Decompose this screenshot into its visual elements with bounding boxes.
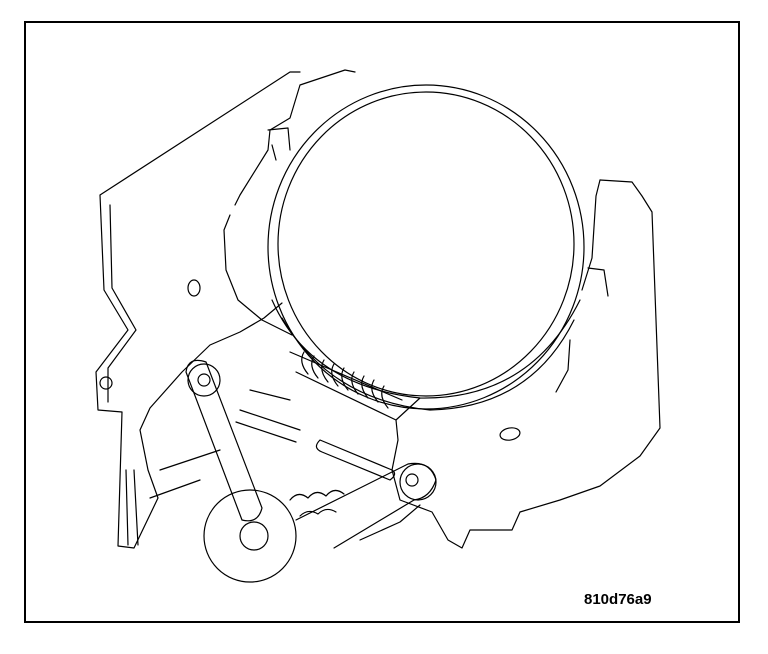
right-link-pivot — [399, 463, 437, 501]
housing-small-hole — [99, 376, 113, 390]
housing-slot — [125, 469, 139, 546]
crank-hub — [239, 521, 269, 551]
lower-tension-spring — [289, 489, 345, 517]
left-link-arm — [185, 359, 263, 522]
lever-plate-slot — [499, 427, 521, 441]
housing-plate — [95, 71, 301, 549]
lower-housing-edge — [149, 449, 421, 541]
lever-plate-edge — [555, 179, 609, 393]
coil-spring-turns — [301, 351, 389, 409]
drum-bracket — [223, 69, 356, 336]
reference-code: 810d76a9 — [584, 591, 652, 608]
drum-bracket-lip — [267, 127, 291, 161]
left-link-pivot-center — [197, 373, 211, 387]
left-link-pivot — [187, 363, 221, 397]
coil-spring — [289, 351, 403, 421]
guide-rail — [235, 389, 301, 443]
guide-slot — [315, 439, 396, 481]
drum-rim-band-lower — [281, 317, 575, 411]
housing-plate-inner-edge — [107, 204, 137, 403]
figure-frame — [24, 21, 740, 623]
crank-wheel — [203, 489, 297, 583]
housing-hole — [187, 279, 201, 297]
right-link-pivot-center — [405, 473, 419, 487]
drum-face — [277, 91, 575, 397]
